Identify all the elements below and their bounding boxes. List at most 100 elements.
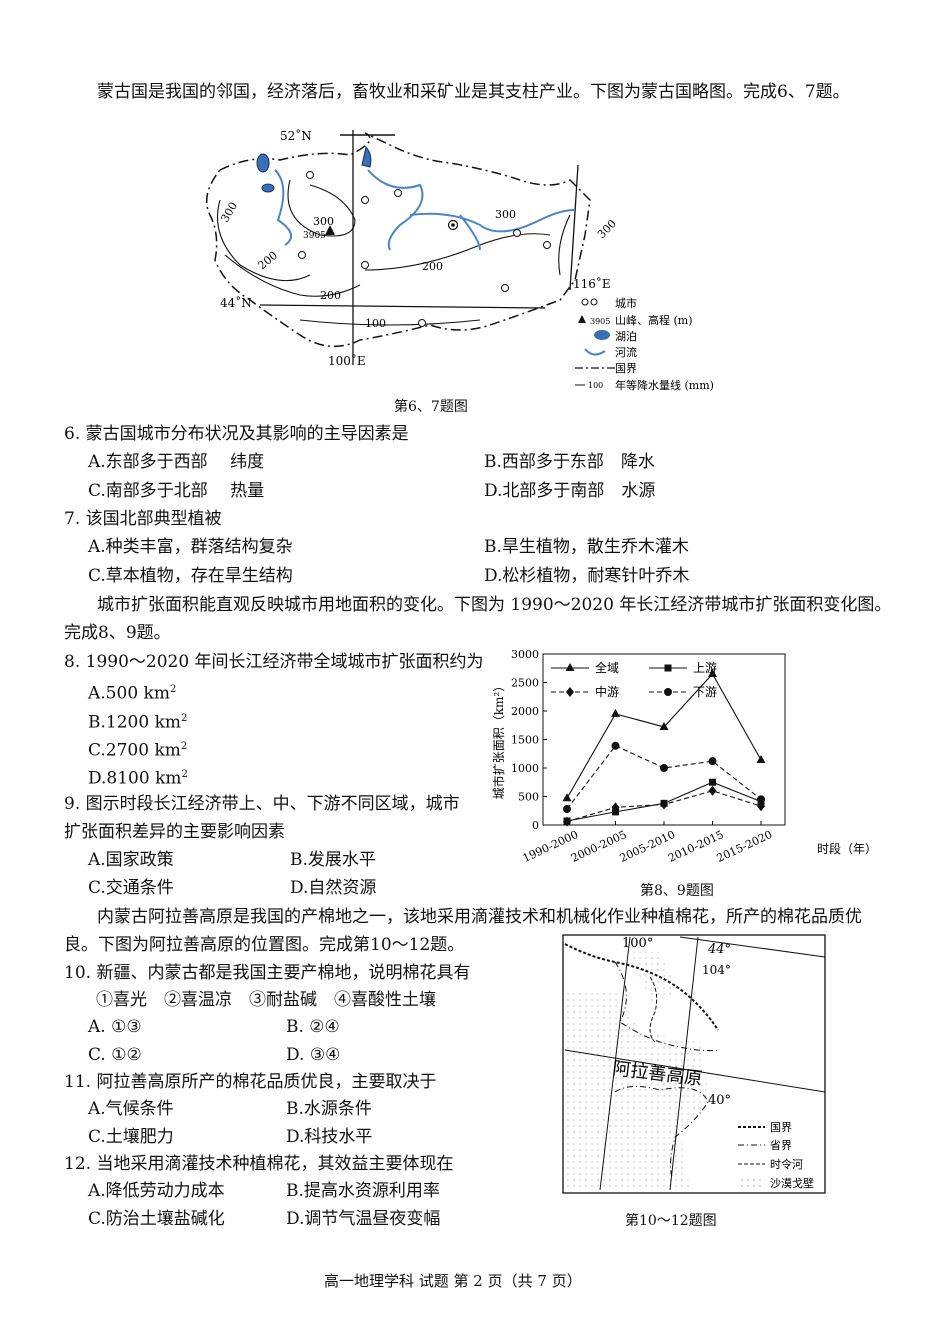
q11-option-a[interactable]: A.气候条件 — [88, 1099, 174, 1119]
data-point — [611, 802, 620, 813]
y-tick-label: 2500 — [511, 677, 539, 690]
q10-option-c[interactable]: C. ①② — [88, 1045, 142, 1065]
q10-option-d[interactable]: D. ③④ — [286, 1045, 341, 1065]
intro-10-12-line1: 内蒙古阿拉善高原是我国的产棉地之一，该地采用滴灌技术和机械化作业种植棉花，所产的… — [97, 907, 862, 927]
legend-label: 全域 — [595, 660, 619, 675]
data-point — [611, 741, 620, 750]
intro-8-9-line2: 完成8、9题。 — [64, 623, 171, 643]
x-axis-label: 时段（年） — [817, 841, 877, 856]
q7-option-d[interactable]: D.松杉植物，耐寒针叶乔木 — [484, 566, 690, 586]
legend-desert: 沙漠戈壁 — [770, 1176, 814, 1190]
unit-sup: 2 — [180, 741, 188, 752]
q12-option-b[interactable]: B.提高水资源利用率 — [286, 1181, 440, 1201]
q6-option-b[interactable]: B.西部多于东部 降水 — [484, 452, 655, 472]
legend-border: 国界 — [770, 1121, 792, 1134]
iso-label: 300 — [218, 200, 240, 225]
iso-label: 300 — [313, 215, 334, 228]
intro-10-12-line2: 良。下图为阿拉善高原的位置图。完成第10～12题。 — [64, 935, 465, 955]
legend-river: 河流 — [615, 345, 637, 359]
legend-border: 国界 — [615, 362, 637, 375]
y-axis-label: 城市扩张面积（km²） — [491, 680, 506, 799]
iso-label: 100 — [365, 317, 386, 330]
legend-city: 城市 — [615, 296, 637, 310]
data-point — [757, 795, 765, 804]
q11-option-b[interactable]: B.水源条件 — [286, 1099, 372, 1119]
q10-stem: 10. 新疆、内蒙古都是我国主要产棉地，说明棉花具有 — [64, 963, 471, 983]
q6-stem: 6. 蒙古国城市分布状况及其影响的主导因素是 — [64, 424, 409, 444]
legend-peak-num: 3905 — [590, 317, 610, 326]
q6-option-a[interactable]: A.东部多于西部 纬度 — [88, 452, 265, 472]
legend-iso-num: 100 — [588, 381, 603, 390]
q7-stem: 7. 该国北部典型植被 — [64, 509, 222, 529]
legend-label: 下游 — [693, 685, 717, 699]
data-point — [756, 755, 766, 764]
y-tick-label: 0 — [532, 819, 539, 832]
q9-option-d[interactable]: D.自然资源 — [290, 878, 377, 898]
q10-option-a[interactable]: A. ①③ — [88, 1017, 142, 1037]
q12-option-d[interactable]: D.调节气温昼夜变幅 — [286, 1209, 441, 1229]
x-tick-label: 2015-2020 — [715, 828, 775, 865]
lat-44-label: 44° — [707, 942, 731, 957]
q8-option-c[interactable]: C.2700 km2 — [88, 736, 187, 762]
lon-104-label: 104° — [702, 963, 731, 977]
q9-option-c[interactable]: C.交通条件 — [88, 878, 174, 898]
iso-label: 200 — [422, 260, 443, 273]
lon-100-label: 100° — [622, 936, 653, 951]
iso-label: 300 — [595, 217, 619, 241]
q7-option-a[interactable]: A.种类丰富，群落结构复杂 — [88, 537, 293, 557]
legend-label: 上游 — [693, 661, 717, 675]
lon-116-label: 116˚E — [573, 276, 611, 291]
q8-stem: 8. 1990～2020 年间长江经济带全域城市扩张面积约为 — [64, 652, 484, 672]
legend-lake: 湖泊 — [615, 330, 637, 343]
lake-shape — [256, 153, 270, 173]
data-point — [611, 708, 620, 717]
q11-option-d[interactable]: D.科技水平 — [286, 1127, 373, 1147]
legend-marker — [566, 687, 574, 697]
legend-province: 省界 — [770, 1139, 792, 1152]
legend-isohyet: 年等降水量线 (mm) — [615, 378, 714, 392]
q8-option-d-text: D.8100 km — [88, 768, 182, 789]
q11-stem: 11. 阿拉善高原所产的棉花品质优良，主要取决于 — [64, 1072, 437, 1092]
q8-option-b[interactable]: B.1200 km2 — [88, 708, 187, 734]
q9-stem-line1: 9. 图示时段长江经济带上、中、下游不同区域，城市 — [64, 794, 460, 814]
data-point — [757, 801, 765, 812]
data-point — [659, 721, 669, 730]
y-tick-label: 2000 — [511, 705, 539, 718]
q10-statements: ①喜光 ②喜温凉 ③耐盐碱 ④喜酸性土壤 — [96, 990, 436, 1010]
city-marker — [306, 171, 314, 179]
q9-stem-line2: 扩张面积差异的主要影响因素 — [64, 822, 285, 842]
y-tick-label: 1500 — [511, 734, 539, 747]
plot-frame — [542, 653, 786, 826]
q7-option-c[interactable]: C.草本植物，存在旱生结构 — [88, 566, 293, 586]
y-tick-label: 500 — [518, 791, 539, 804]
q11-option-c[interactable]: C.土壤肥力 — [88, 1127, 174, 1147]
data-point — [708, 757, 717, 766]
q6-option-c[interactable]: C.南部多于北部 热量 — [88, 481, 265, 501]
y-tick-label: 1000 — [511, 762, 539, 775]
intro-8-9-line1: 城市扩张面积能直观反映城市用地面积的变化。下图为 1990～2020 年长江经济… — [97, 595, 892, 615]
map1-caption: 第6、7题图 — [394, 399, 468, 415]
series-line — [566, 745, 762, 810]
q9-option-b[interactable]: B.发展水平 — [290, 850, 376, 870]
legend-peak: 山峰、高程 (m) — [615, 313, 693, 327]
q6-option-d[interactable]: D.北部多于南部 水源 — [484, 481, 656, 501]
page-footer: 高一地理学科 试题 第 2 页（共 7 页） — [324, 1272, 582, 1290]
q12-option-c[interactable]: C.防治土壤盐碱化 — [88, 1209, 225, 1229]
q7-option-b[interactable]: B.旱生植物，散生乔木灌木 — [484, 537, 689, 557]
peak-marker — [325, 225, 335, 235]
q8-option-c-text: C.2700 km — [88, 740, 181, 761]
unit-sup: 2 — [169, 684, 177, 695]
legend-river: 时令河 — [770, 1157, 803, 1171]
q10-option-b[interactable]: B. ②④ — [286, 1017, 340, 1037]
q8-option-d[interactable]: D.8100 km2 — [88, 764, 188, 790]
q8-option-a[interactable]: A.500 km2 — [88, 679, 176, 705]
q9-option-a[interactable]: A.国家政策 — [88, 850, 174, 870]
chart-caption: 第8、9题图 — [640, 883, 714, 899]
data-point — [660, 799, 668, 810]
intro-6-7: 蒙古国是我国的邻国，经济落后，畜牧业和采矿业是其支柱产业。下图为蒙古国略图。完成… — [97, 82, 850, 102]
y-tick-label: 3000 — [511, 648, 539, 661]
map3-caption: 第10～12题图 — [625, 1213, 717, 1229]
q8-option-b-text: B.1200 km — [88, 712, 181, 733]
q12-option-a[interactable]: A.降低劳动力成本 — [88, 1181, 225, 1201]
iso-label: 300 — [495, 208, 516, 221]
